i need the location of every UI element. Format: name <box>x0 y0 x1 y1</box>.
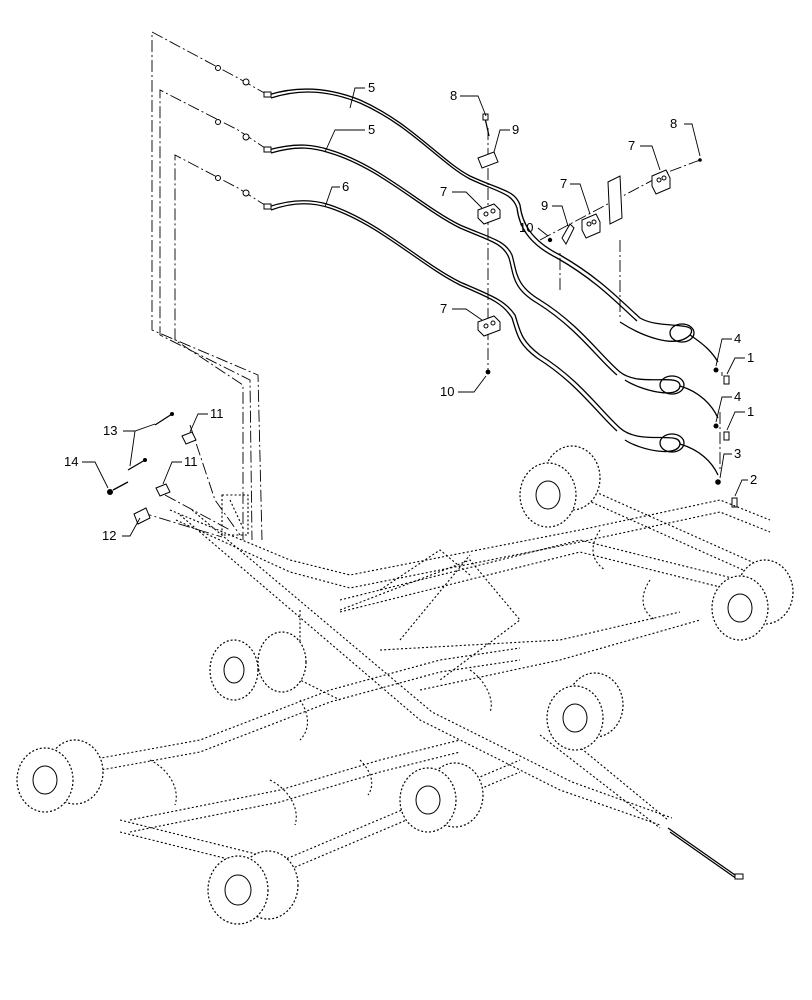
clamp-7-right-mid <box>581 213 601 239</box>
hydraulic-hoses <box>215 65 719 476</box>
clamp-7-right-top <box>651 169 671 195</box>
fitting-3 <box>715 479 721 485</box>
clamp-12 <box>133 507 151 525</box>
callout-12: 12 <box>102 528 116 543</box>
wheel-pair-left-front <box>207 850 299 925</box>
wheel-pair-center-gauge <box>209 631 307 701</box>
callout-labels: 5 5 6 8 9 7 7 7 10 7 8 7 9 10 4 1 4 1 3 … <box>64 80 757 543</box>
wheel-pair-right-front <box>711 559 794 641</box>
callout-6: 6 <box>342 179 349 194</box>
wheel-pair-left-rear <box>16 739 104 813</box>
coupler-1-middle <box>723 431 730 441</box>
nut-10-center <box>485 369 491 375</box>
callout-7-upper-center: 7 <box>440 184 447 199</box>
plate-9-center <box>477 151 499 169</box>
clip-11-lower <box>155 483 171 497</box>
callout-4-middle: 4 <box>734 389 741 404</box>
phantom-routing-lines <box>139 31 723 541</box>
bolt-8-right <box>698 158 702 162</box>
callout-7-right-top: 7 <box>628 138 635 153</box>
callout-11-lower: 11 <box>184 454 198 469</box>
hitch-chain <box>667 827 736 876</box>
coupler-2 <box>731 497 738 508</box>
plate-9-right <box>561 223 575 245</box>
callout-8-right: 8 <box>670 116 677 131</box>
callout-5-middle: 5 <box>368 122 375 137</box>
hose-5-middle-coil <box>659 375 685 395</box>
callout-7-right-mid: 7 <box>560 176 567 191</box>
nut-10-right <box>547 237 553 243</box>
callout-1-middle: 1 <box>747 404 754 419</box>
leader-lines <box>82 87 748 537</box>
wheel-pair-center-right <box>546 672 624 751</box>
callout-10-right: 10 <box>519 220 533 235</box>
callout-14: 14 <box>64 454 78 469</box>
callout-9-right: 9 <box>541 198 548 213</box>
hose-5-upper-coil <box>669 323 695 343</box>
hose-5-upper <box>267 88 693 342</box>
wheel-pair-center-front <box>399 762 484 833</box>
fitting-4-upper <box>713 367 719 373</box>
callout-2: 2 <box>750 472 757 487</box>
hose-hardware <box>107 113 738 525</box>
callout-8-center: 8 <box>450 88 457 103</box>
fitting-4-middle <box>713 423 719 429</box>
callout-13: 13 <box>103 423 117 438</box>
hose-5-middle <box>267 144 681 394</box>
callout-1-upper: 1 <box>747 350 754 365</box>
clip-11-upper <box>181 431 197 445</box>
hose-6-lower <box>267 200 681 453</box>
hose-6-lower-coil <box>659 433 685 453</box>
callout-11-upper: 11 <box>210 406 224 421</box>
callout-4-upper: 4 <box>734 331 741 346</box>
callout-10-center: 10 <box>440 384 454 399</box>
wheel-pair-right-rear <box>519 445 601 528</box>
bracket-plate-right <box>607 175 623 225</box>
wheels <box>16 445 794 925</box>
bolt-8-center <box>484 117 490 137</box>
coupler-1-upper <box>723 375 730 385</box>
callout-9-center: 9 <box>512 122 519 137</box>
nut-14 <box>107 489 113 495</box>
callout-3: 3 <box>734 446 741 461</box>
callout-7-lower-center: 7 <box>440 301 447 316</box>
callout-5-upper: 5 <box>368 80 375 95</box>
bolt-13-lower <box>127 459 146 471</box>
bolt-13-upper <box>154 413 173 426</box>
